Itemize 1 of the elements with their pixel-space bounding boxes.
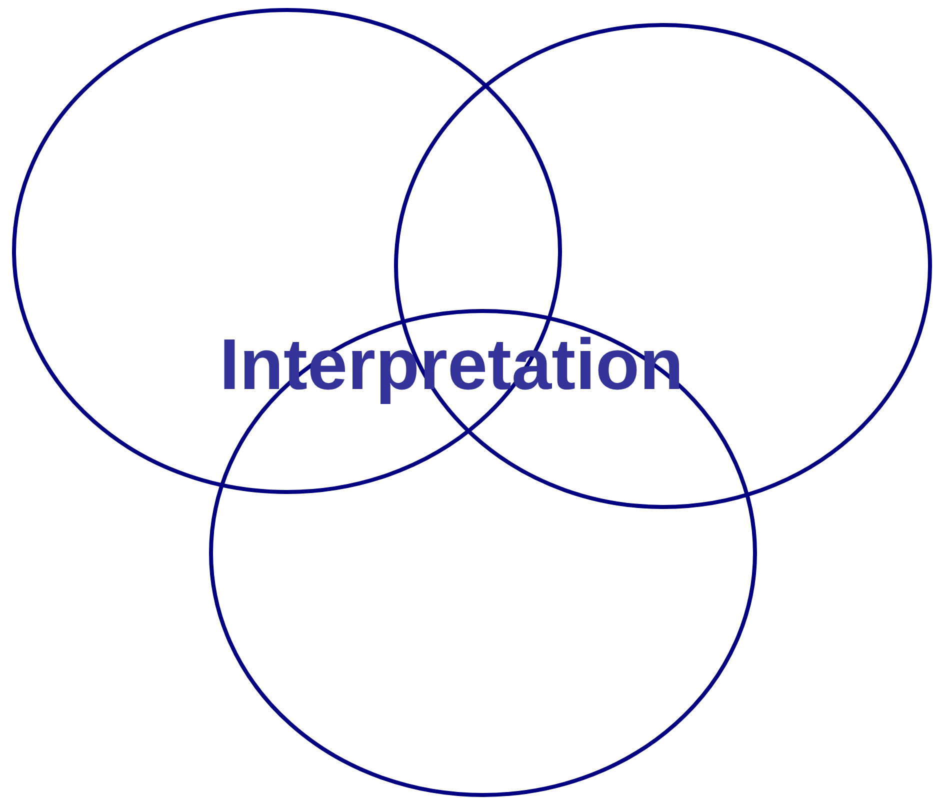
ellipse-outline bbox=[209, 309, 757, 797]
